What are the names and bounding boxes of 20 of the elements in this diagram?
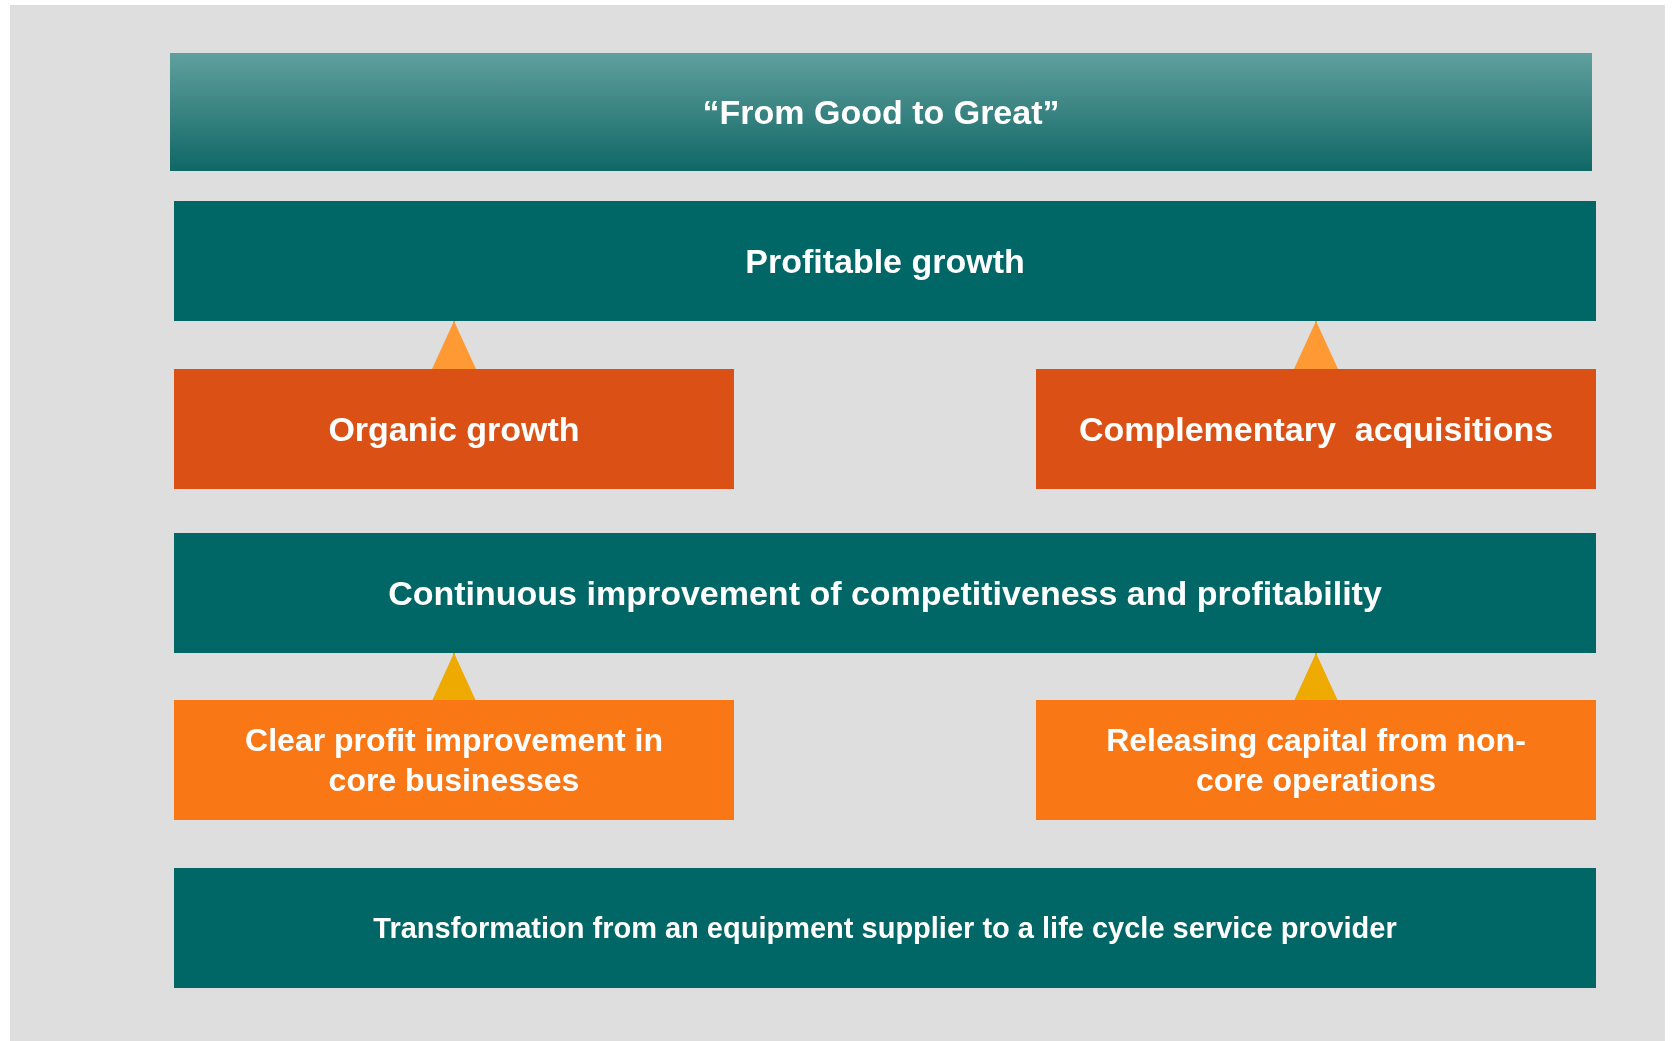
arrow <box>1294 652 1338 701</box>
box-label: Profitable growth <box>745 240 1025 282</box>
arrow <box>1294 320 1338 370</box>
goal-box <box>174 533 1596 653</box>
arrow <box>432 652 476 701</box>
box-label: “From Good to Great” <box>702 91 1060 133</box>
strategy-box <box>174 369 734 489</box>
title-band <box>170 53 1592 171</box>
box-label: Complementary acquisitions <box>1078 408 1554 450</box>
action-box <box>1036 700 1596 820</box>
box-label: Organic growth <box>328 408 580 450</box>
foundation-box <box>174 868 1596 988</box>
box-label: Releasing capital from non-core operations <box>1105 721 1527 800</box>
strategy-box <box>1036 369 1596 489</box>
box-label: Clear profit improvement in core businesses <box>244 721 664 800</box>
action-box <box>174 700 734 820</box>
box-label: Transformation from an equipment supplier to a life cycle service provider <box>373 910 1397 946</box>
goal-box <box>174 201 1596 321</box>
arrow <box>432 320 476 370</box>
box-label: Continuous improvement of competitiveness and profitability <box>388 572 1382 614</box>
